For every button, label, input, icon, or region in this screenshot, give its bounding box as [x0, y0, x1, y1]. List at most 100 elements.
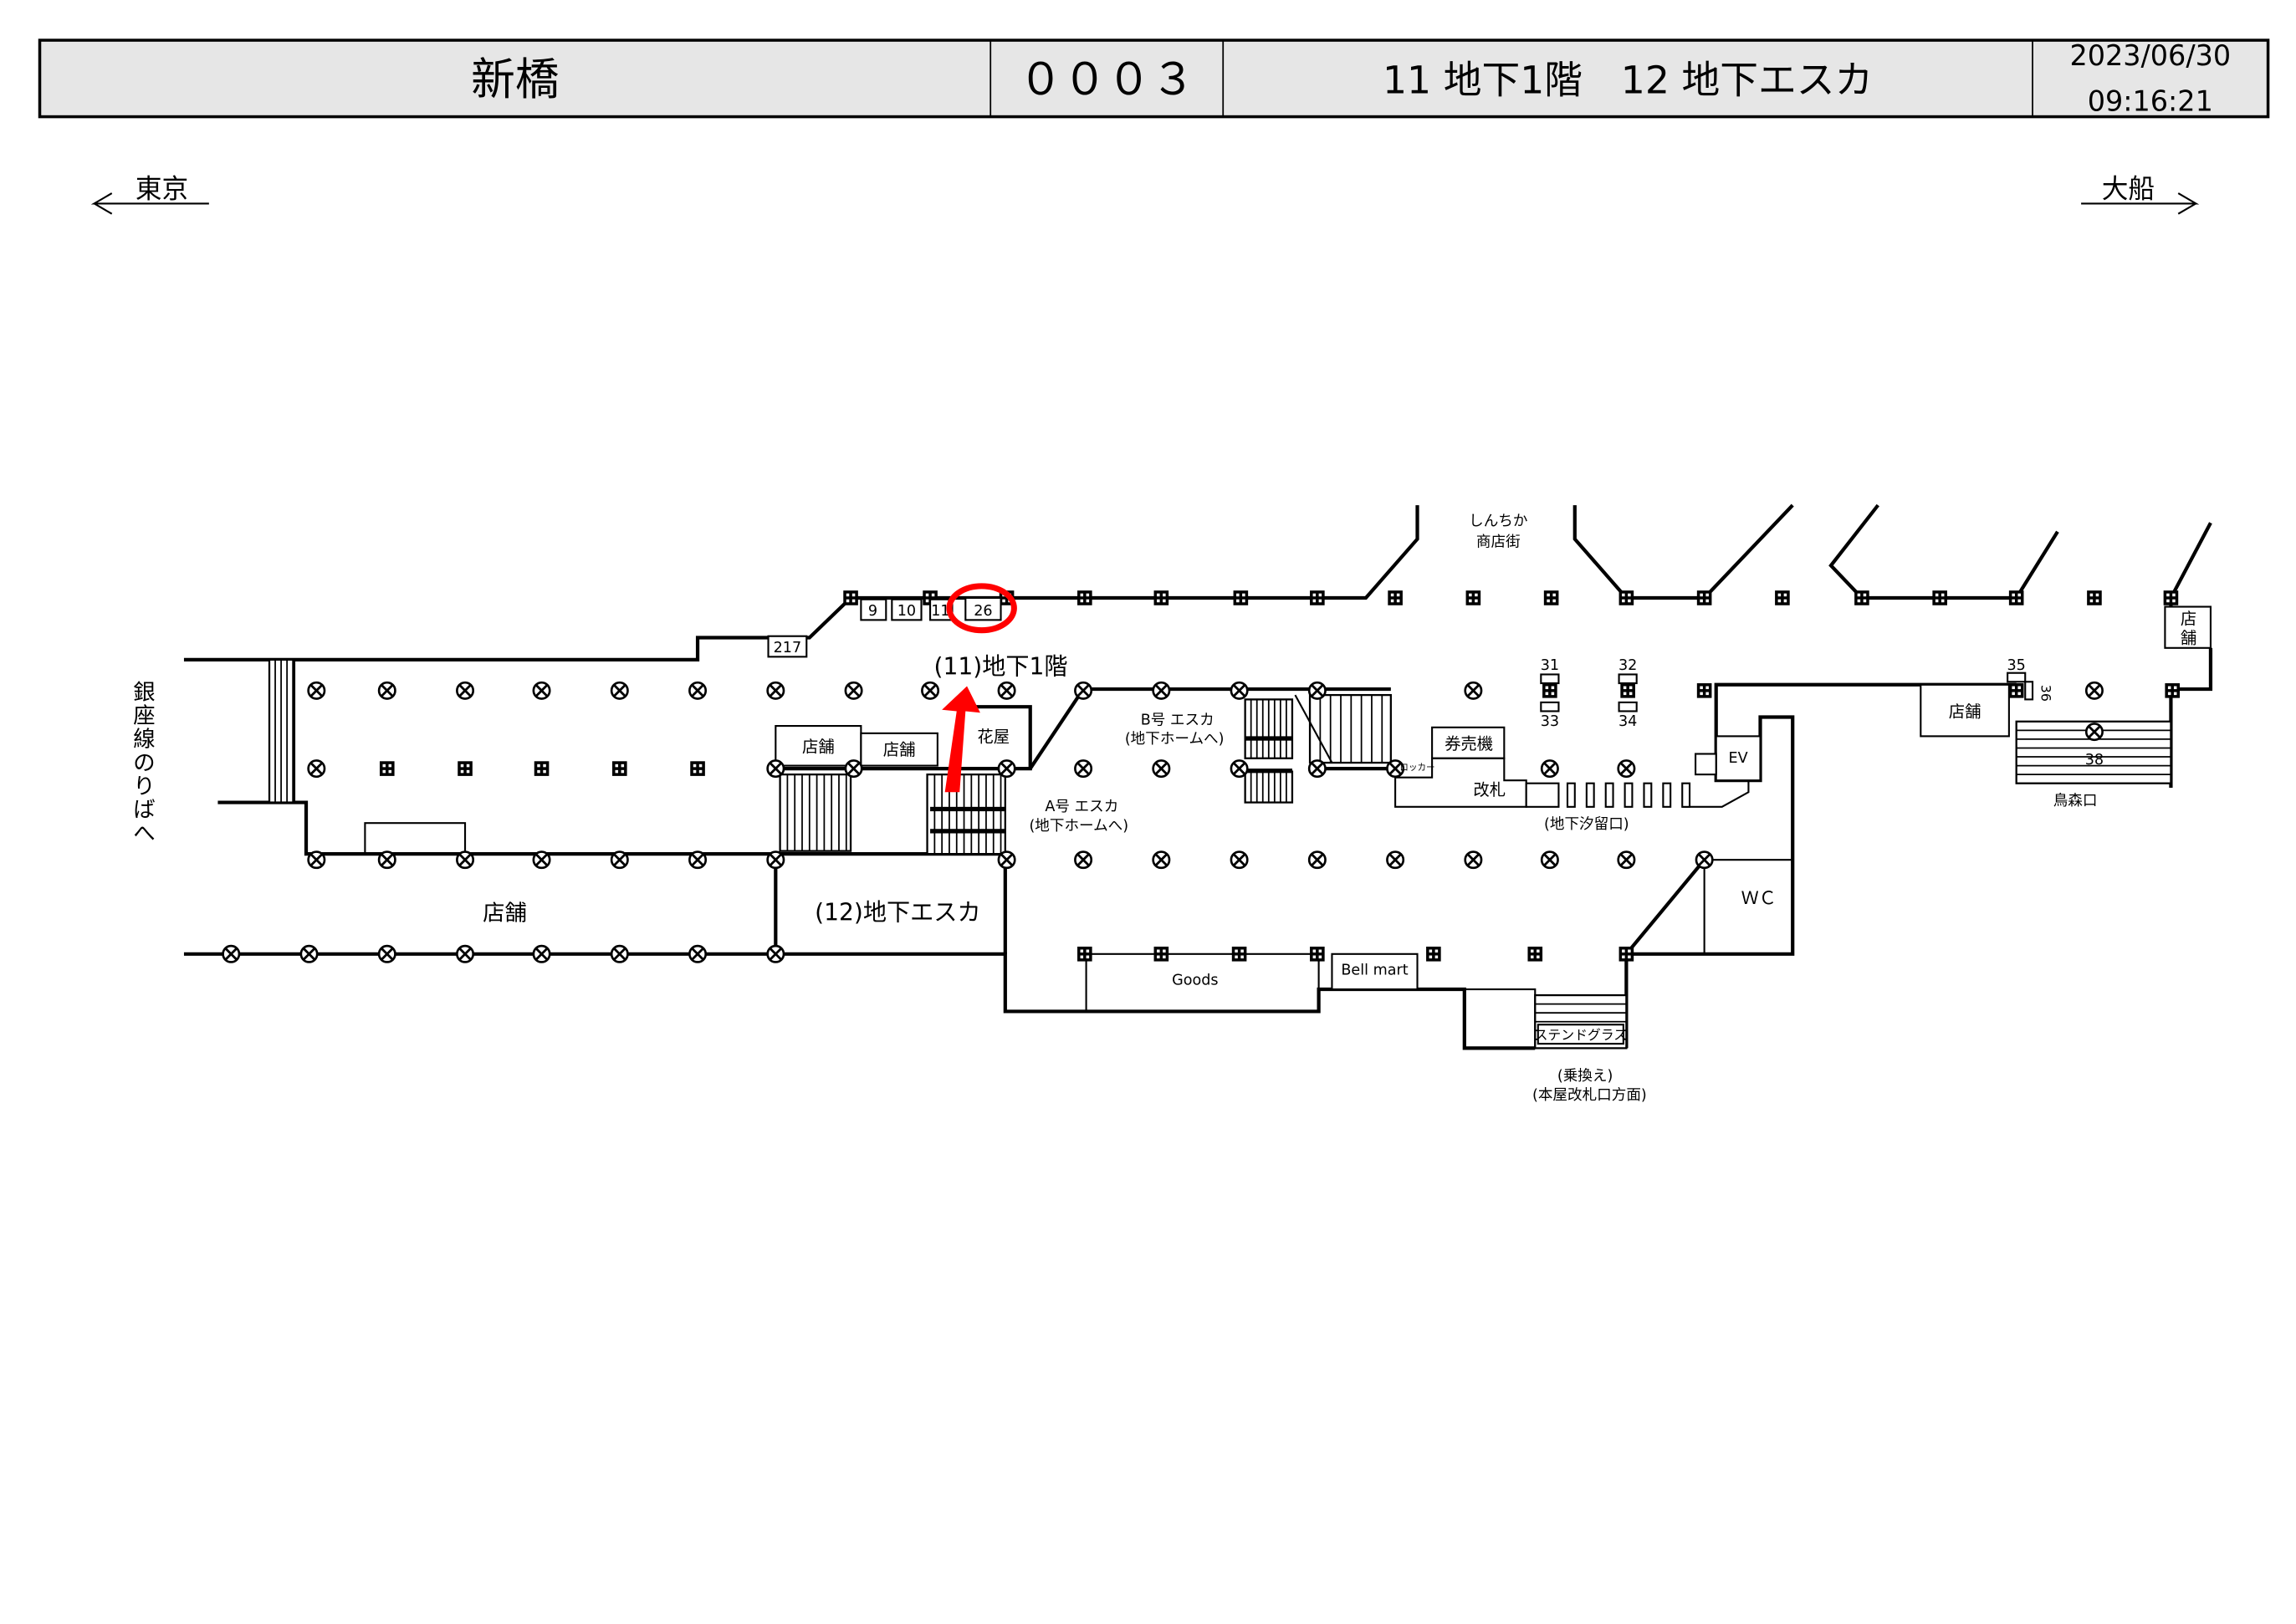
a-esca-label: A号 エスカ: [1045, 799, 1118, 815]
escalator-a: [926, 773, 1006, 855]
ad-31: 31: [1541, 657, 1559, 674]
pillar-round-icon: [2084, 723, 2104, 742]
escalator-b-lower: [1244, 770, 1294, 804]
pillar-square-icon: [1775, 590, 1790, 605]
time: 09:16:21: [2088, 85, 2213, 118]
pillar-round-icon: [456, 850, 475, 870]
pillar-round-icon: [1152, 681, 1171, 700]
map-labels: 銀座線のりばへ (11)地下1階 (12)地下エスカ 店舗 店舗 店舗 店舗 店…: [133, 513, 2196, 1104]
ad-33: 33: [1541, 713, 1559, 730]
pillar-round-icon: [1307, 681, 1327, 700]
wc-label: ＷＣ: [1741, 887, 1777, 908]
ad-32: 32: [1618, 657, 1637, 674]
ev-label: EV: [1729, 750, 1748, 767]
pillar-square-icon: [458, 761, 473, 776]
pillar-round-icon: [307, 759, 326, 779]
pillar-square-icon: [1153, 947, 1169, 962]
ad-217: 217: [774, 640, 802, 656]
pillar-round-icon: [610, 681, 629, 700]
pillar-round-icon: [610, 944, 629, 963]
shop-label: 店: [2181, 610, 2196, 629]
shiodome-exit-label: (地下汐留口): [1544, 816, 1629, 833]
transfer-label: (乗換え): [1557, 1068, 1613, 1085]
pillar-round-icon: [610, 850, 629, 870]
stairs-ginza: [268, 658, 296, 804]
ad-11: 11: [931, 603, 949, 620]
pillar-round-icon: [997, 681, 1016, 700]
walls: [183, 503, 2213, 1050]
pillar-square-icon: [2008, 683, 2024, 698]
a-esca-sub: (地下ホームへ): [1029, 818, 1128, 835]
pillar-square-icon: [1618, 590, 1634, 605]
pillar-round-icon: [766, 681, 785, 700]
gate-label: 改札: [1473, 780, 1506, 799]
pillar-round-icon: [532, 681, 551, 700]
ad-34: 34: [1618, 713, 1637, 730]
highlight-circle: [946, 583, 1017, 634]
ad-10: 10: [897, 603, 916, 620]
pillar-square-icon: [1465, 590, 1481, 605]
direction-right: 大船: [2081, 174, 2200, 215]
pillar-round-icon: [377, 944, 396, 963]
highlight-arrow-icon: [942, 686, 980, 793]
pillar-round-icon: [766, 850, 785, 870]
pillar-round-icon: [1464, 681, 1483, 700]
pillar-square-icon: [1310, 590, 1325, 605]
pillar-square-icon: [1696, 683, 1712, 698]
pillar-round-icon: [766, 759, 785, 779]
shop-label: 店舗: [883, 740, 916, 759]
pillar-round-icon: [1307, 759, 1327, 779]
shinchika-label: しんちか: [1469, 513, 1527, 530]
pillar-square-icon: [1077, 590, 1092, 605]
pillar-round-icon: [1074, 681, 1093, 700]
pillar-round-icon: [766, 944, 785, 963]
pillar-square-icon: [1233, 590, 1249, 605]
stairs-karasumori: [2015, 720, 2172, 784]
pillar-square-icon: [612, 761, 627, 776]
pillar-round-icon: [1540, 759, 1559, 779]
ticket-machine-label: 券売機: [1445, 734, 1493, 753]
pillar-square-icon: [1231, 947, 1247, 962]
pillar-square-icon: [1618, 947, 1634, 962]
escalator-b-upper: [1244, 698, 1294, 759]
pillar-square-icon: [534, 761, 550, 776]
pillar-round-icon: [1617, 759, 1636, 779]
pillar-round-icon: [1464, 850, 1483, 870]
pillar-square-icon: [1310, 947, 1325, 962]
pillar-square-icon: [843, 590, 858, 605]
stairs-b: [1308, 693, 1392, 764]
pillar-square-icon: [1543, 590, 1559, 605]
ad-26: 26: [974, 603, 992, 620]
karasumori-exit-label: 鳥森口: [2053, 793, 2098, 809]
pillar-round-icon: [307, 681, 326, 700]
ad-38: 38: [2085, 752, 2104, 769]
pillar-square-icon: [1620, 683, 1635, 698]
pillar-round-icon: [844, 759, 863, 779]
station-name: 新橋: [471, 54, 560, 105]
pillar-round-icon: [532, 944, 551, 963]
pillar-round-icon: [921, 681, 940, 700]
stairs-left: [779, 773, 852, 852]
pillar-round-icon: [688, 681, 708, 700]
goods-label: Goods: [1172, 973, 1218, 989]
pillar-round-icon: [1307, 850, 1327, 870]
pillar-round-icon: [1074, 850, 1093, 870]
pillar-round-icon: [2084, 681, 2104, 700]
pillar-round-icon: [532, 850, 551, 870]
pillar-square-icon: [1932, 590, 1947, 605]
ad-9: 9: [868, 603, 877, 620]
pillar-square-icon: [1696, 590, 1712, 605]
pillar-round-icon: [688, 944, 708, 963]
pillar-round-icon: [844, 681, 863, 700]
florist-label: 花屋: [977, 727, 1010, 746]
pillar-round-icon: [1386, 759, 1405, 779]
pillar-round-icon: [222, 944, 241, 963]
pillar-square-icon: [690, 761, 705, 776]
pillar-square-icon: [1388, 590, 1403, 605]
pillar-square-icon: [1854, 590, 1869, 605]
ginza-line-label: 銀座線のりばへ: [133, 680, 155, 846]
pillar-round-icon: [1617, 850, 1636, 870]
stained-glass-label: ステンドグラス: [1535, 1027, 1627, 1043]
pillar-square-icon: [1527, 947, 1543, 962]
